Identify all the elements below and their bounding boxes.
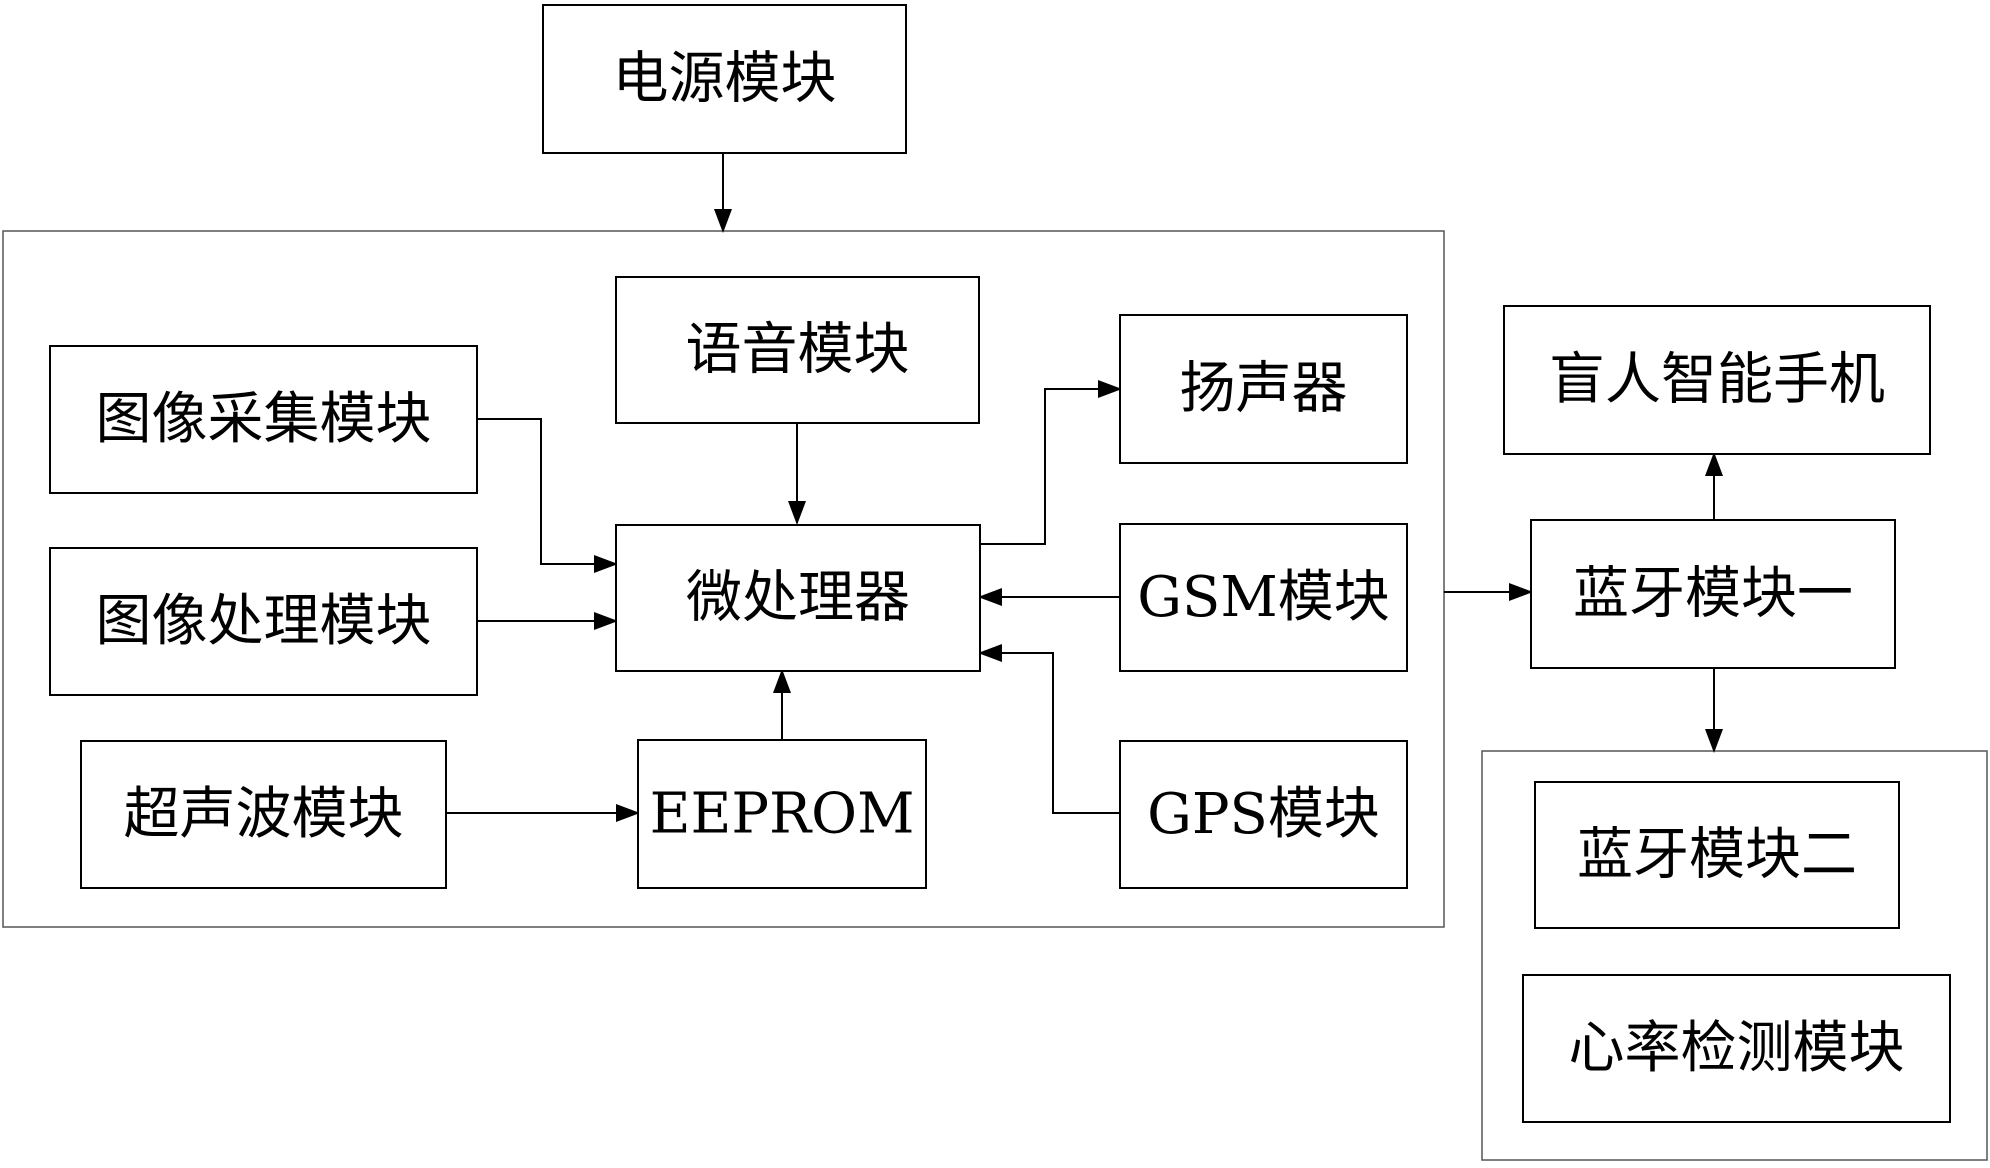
node-image-processing: 图像处理模块 <box>50 548 477 695</box>
node-gps: GPS模块 <box>1120 741 1407 888</box>
node-voice: 语音模块 <box>616 277 979 423</box>
node-gsm: GSM模块 <box>1120 524 1407 671</box>
label-power: 电源模块 <box>613 47 837 112</box>
node-speaker: 扬声器 <box>1120 315 1407 463</box>
node-bluetooth-1: 蓝牙模块一 <box>1531 520 1895 668</box>
node-image-capture: 图像采集模块 <box>50 346 477 493</box>
node-microprocessor: 微处理器 <box>616 525 980 671</box>
connections <box>446 153 1714 813</box>
arrow-image-capture-to-microprocessor <box>477 419 616 564</box>
label-smartphone: 盲人智能手机 <box>1549 348 1885 413</box>
node-ultrasonic: 超声波模块 <box>81 741 446 888</box>
label-bluetooth-2: 蓝牙模块二 <box>1577 823 1857 888</box>
label-heart-rate: 心率检测模块 <box>1569 1016 1905 1081</box>
node-heart-rate: 心率检测模块 <box>1523 975 1950 1122</box>
node-eeprom: EEPROM <box>638 740 926 888</box>
node-bluetooth-2: 蓝牙模块二 <box>1535 782 1899 928</box>
label-gps: GPS模块 <box>1147 782 1380 847</box>
label-image-processing: 图像处理模块 <box>96 589 432 654</box>
label-bluetooth-1: 蓝牙模块一 <box>1573 562 1853 627</box>
label-eeprom: EEPROM <box>650 782 915 847</box>
node-smartphone: 盲人智能手机 <box>1504 306 1930 454</box>
label-speaker: 扬声器 <box>1180 357 1348 422</box>
arrow-microprocessor-to-speaker <box>980 389 1120 544</box>
label-voice: 语音模块 <box>686 318 910 383</box>
arrow-gps-to-microprocessor <box>980 653 1120 813</box>
label-microprocessor: 微处理器 <box>686 566 910 631</box>
label-image-capture: 图像采集模块 <box>96 387 432 452</box>
label-gsm: GSM模块 <box>1137 565 1389 630</box>
node-power: 电源模块 <box>543 5 906 153</box>
label-ultrasonic: 超声波模块 <box>124 782 404 847</box>
